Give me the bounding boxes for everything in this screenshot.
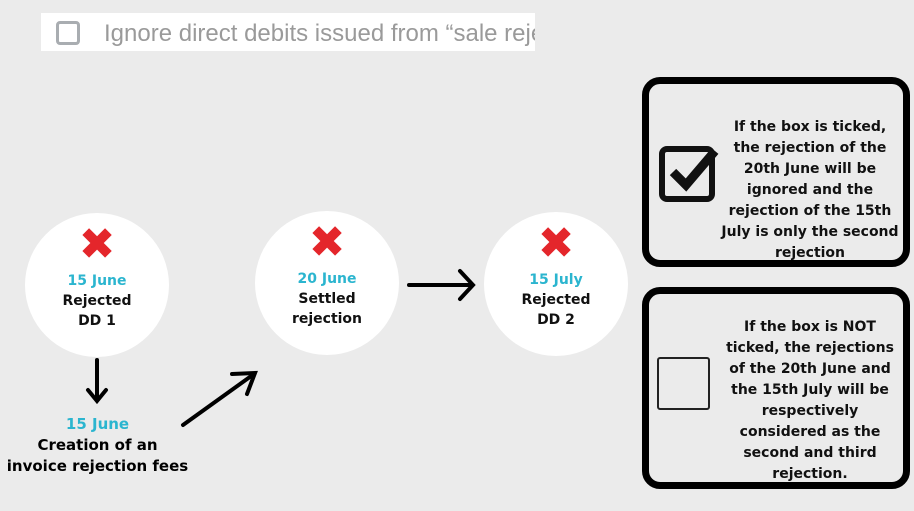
fees-label: Creation of an [37,436,158,454]
node-label: Rejected [521,292,591,308]
node-label: DD 1 [78,313,116,329]
unticked-text: If the box is NOT ticked, the rejections… [726,319,894,482]
node-settled-rejection: ✖ 20 June Settled rejection [255,211,399,355]
empty-box-icon [657,357,710,410]
cross-icon: ✖ [537,218,575,269]
ticked-explanation: If the box is ticked, the rejection of t… [642,77,910,267]
fees-date: 15 June [65,415,130,433]
node-label: Settled [298,291,356,307]
unticked-explanation: If the box is NOT ticked, the rejections… [642,287,910,489]
ignore-checkbox[interactable] [56,21,80,45]
node-rejected-dd1: ✖ 15 June Rejected DD 1 [25,213,169,357]
node-date: 15 June [67,273,127,289]
cross-icon: ✖ [78,219,116,270]
checked-box-icon [659,146,719,202]
arrow-up-right-icon [181,370,258,427]
arrow-down-icon [86,358,108,405]
node-label: rejection [291,311,363,327]
node-rejected-dd2: ✖ 15 July Rejected DD 2 [484,212,628,356]
ticked-text: If the box is ticked, the rejection of t… [721,119,899,261]
ignore-label: Ignore direct debits issued from “sale r… [104,20,535,47]
node-date: 20 June [297,271,357,287]
node-label: Rejected [62,293,132,309]
cross-icon: ✖ [308,217,346,268]
fees-node: 15 June Creation of an invoice rejection… [0,414,195,477]
arrow-right-icon [407,269,476,301]
fees-label: invoice rejection fees [6,457,189,475]
ignore-setting-row: Ignore direct debits issued from “sale r… [41,13,535,51]
node-label: DD 2 [537,312,575,328]
node-date: 15 July [529,272,583,288]
